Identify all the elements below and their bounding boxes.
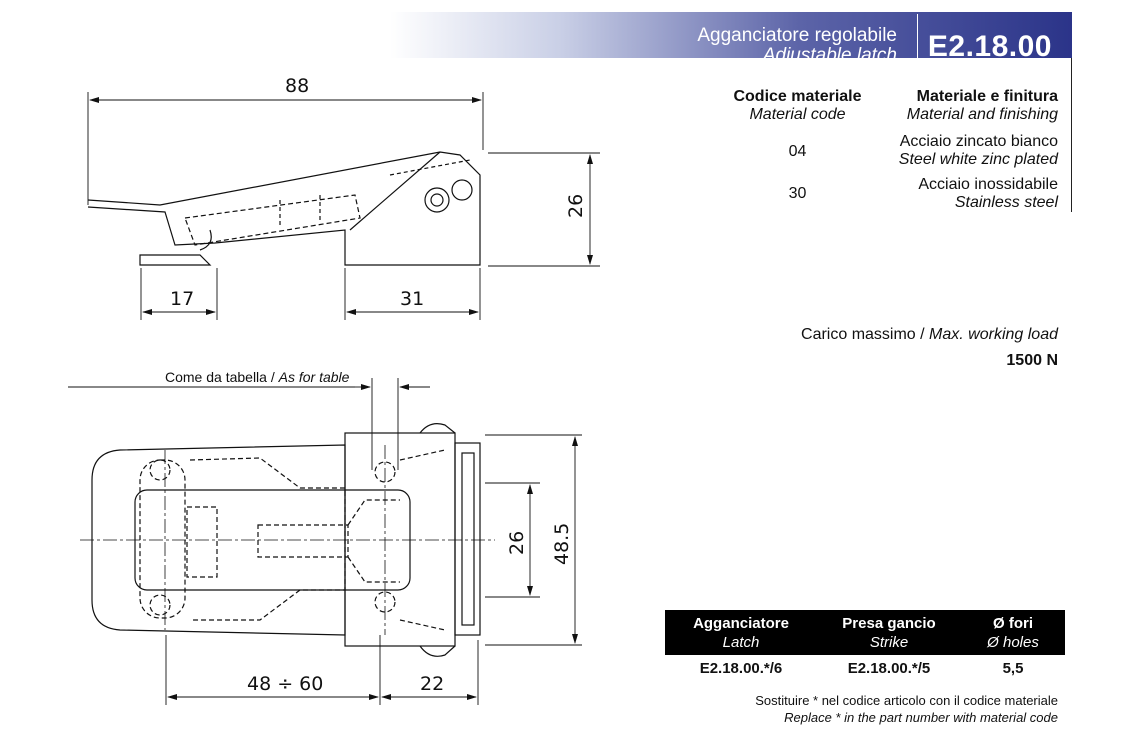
dim-48-5: 48.5 xyxy=(551,523,573,565)
dim-17: 17 xyxy=(170,288,194,310)
material-name-en: Stainless steel xyxy=(954,194,1058,211)
parts-header-latch-en: Latch xyxy=(722,634,760,651)
material-finish-header: Materiale e finitura Material and finish… xyxy=(878,88,1058,124)
material-name-en: Steel white zinc plated xyxy=(898,151,1058,168)
parts-header-strike-it: Presa gancio xyxy=(842,615,936,632)
max-load-label-en: Max. working load xyxy=(929,326,1058,343)
title-english: Adjustable latch xyxy=(762,45,897,66)
material-name-it: Acciaio zincato bianco xyxy=(899,133,1058,150)
material-code-header-it: Codice materiale xyxy=(733,88,862,105)
material-finish-header-en: Material and finishing xyxy=(906,106,1058,123)
parts-cell-holes: 5,5 xyxy=(1002,660,1024,677)
dim-26-top: 26 xyxy=(506,531,528,555)
material-row-code: 04 xyxy=(788,143,807,160)
material-row-code: 30 xyxy=(788,185,807,202)
material-name-it: Acciaio inossidabile xyxy=(918,176,1058,193)
note-en: Replace * in the part number with materi… xyxy=(784,710,1058,725)
material-code-header: Codice materiale Material code xyxy=(720,88,875,124)
product-code: E2.18.00 xyxy=(927,30,1052,63)
parts-header-holes-it: Ø fori xyxy=(993,615,1033,632)
product-title: Agganciatore regolabile Adjustable latch xyxy=(697,26,897,66)
side-view xyxy=(87,151,481,266)
parts-header-holes-en: Ø holes xyxy=(987,634,1039,651)
table-border xyxy=(1071,58,1072,212)
parts-header-holes: Ø fori Ø holes xyxy=(961,610,1065,655)
parts-cell-latch: E2.18.00.*/6 xyxy=(699,660,783,677)
header-divider xyxy=(917,14,918,58)
substitution-note: Sostituire * nel codice articolo con il … xyxy=(755,692,1058,726)
material-finish-header-it: Materiale e finitura xyxy=(916,88,1058,105)
top-view-dimensions xyxy=(68,378,582,705)
parts-header-strike-en: Strike xyxy=(869,634,909,651)
max-load-label-it: Carico massimo / xyxy=(801,326,930,343)
material-row-name: Acciaio zincato bianco Steel white zinc … xyxy=(878,133,1058,169)
dim-26-side: 26 xyxy=(565,194,587,218)
material-row-name: Acciaio inossidabile Stainless steel xyxy=(878,176,1058,212)
parts-cell-strike: E2.18.00.*/5 xyxy=(847,660,931,677)
parts-header-latch-it: Agganciatore xyxy=(693,615,789,632)
as-table-it: Come da tabella / xyxy=(165,369,279,385)
dim-48-60: 48 ÷ 60 xyxy=(247,673,323,695)
note-it: Sostituire * nel codice articolo con il … xyxy=(755,693,1058,708)
as-table-en: As for table xyxy=(278,369,350,385)
top-view xyxy=(80,423,495,657)
side-view-dimensions xyxy=(87,92,600,320)
as-table-label: Come da tabella / As for table xyxy=(165,369,350,385)
dim-31: 31 xyxy=(400,288,424,310)
material-code-header-en: Material code xyxy=(749,106,846,123)
table-row: E2.18.00.*/6 E2.18.00.*/5 5,5 xyxy=(665,655,1065,677)
max-load: Carico massimo / Max. working load 1500 … xyxy=(801,322,1058,374)
header-banner: Agganciatore regolabile Adjustable latch… xyxy=(390,12,1072,66)
max-load-value: 1500 N xyxy=(1006,352,1058,369)
title-italian: Agganciatore regolabile xyxy=(697,25,897,46)
dimension-labels: 88 26 17 31 Come da tabella / As for tab… xyxy=(165,75,587,695)
dim-88: 88 xyxy=(285,75,309,97)
dim-22: 22 xyxy=(420,673,444,695)
